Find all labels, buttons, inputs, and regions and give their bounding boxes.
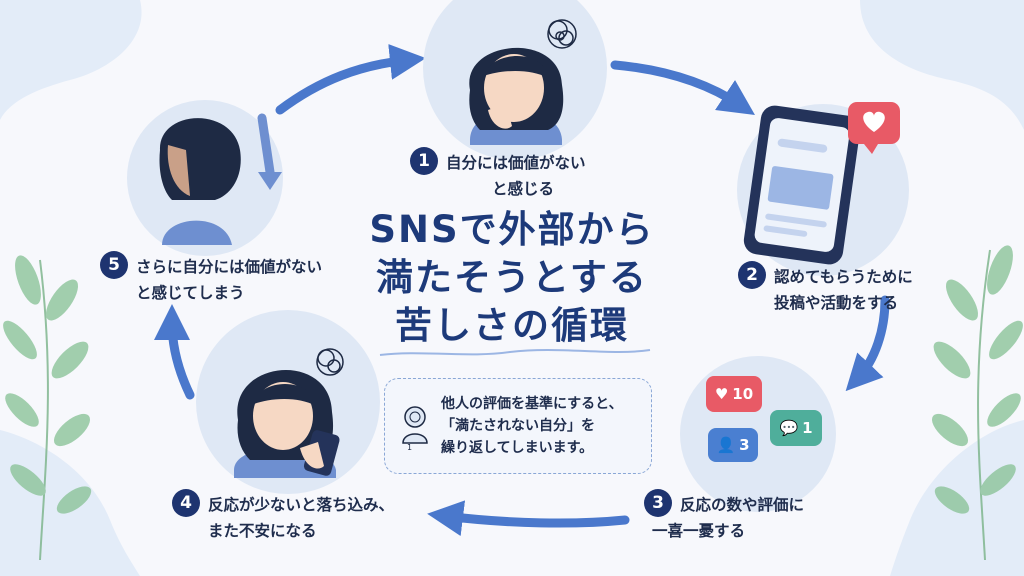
step-number: 2 (738, 261, 766, 289)
callout-box: 1 他人の評価を基準にすると、 「満たされない自分」を 繰り返してしまいます。 (384, 378, 652, 474)
step-text: 自分には価値がない と感じる (446, 154, 586, 198)
arrow-4-to-5 (154, 304, 195, 400)
step-text: 認めてもらうために 投稿や活動をする (774, 268, 913, 312)
scene-5-illustration (127, 100, 283, 256)
callout-icon-label: 1 (407, 443, 413, 452)
step-5: 5 さらに自分には価値がない と感じてしまう (100, 251, 323, 306)
leaves-right (931, 245, 1023, 561)
step-text: 反応の数や評価に 一喜一憂する (652, 496, 805, 540)
phone-icon (743, 105, 861, 265)
arrow-2-to-3 (845, 295, 890, 392)
chat-bubble-icon: 💬 (779, 419, 799, 437)
step-number: 4 (172, 489, 200, 517)
person-icon: 👤 (716, 436, 736, 454)
step-1: 1 自分には価値がない と感じる (410, 147, 586, 202)
heart-icon (848, 102, 900, 154)
step-text: さらに自分には価値がない と感じてしまう (136, 258, 323, 302)
title-line-2: 満たそうとする (376, 256, 648, 299)
arrow-1-to-2 (610, 60, 755, 115)
tangle-icon (547, 19, 577, 49)
step-number: 5 (100, 251, 128, 279)
likes-badge: ♥ 10 (706, 376, 762, 412)
heart-icon: ♥ (714, 385, 729, 403)
cycle-arrows (154, 43, 890, 537)
step-3: 3 反応の数や評価に 一喜一憂する (644, 489, 805, 544)
tangle-icon (316, 348, 344, 376)
arrow-5-to-1 (275, 43, 426, 115)
title-line-3: 苦しさの循環 (395, 304, 629, 347)
comments-badge: 💬 1 (770, 410, 822, 446)
step-number: 1 (410, 147, 438, 175)
arrow-3-to-4 (427, 500, 630, 537)
callout-text: 他人の評価を基準にすると、 「満たされない自分」を 繰り返してしまいます。 (441, 396, 623, 456)
step-text: 反応が少ないと落ち込み、 また不安になる (208, 496, 395, 540)
scene-2-illustration (737, 102, 909, 276)
step-4: 4 反応が少ないと落ち込み、 また不安になる (172, 489, 395, 544)
scene-1-illustration (423, 0, 607, 160)
followers-badge: 👤 3 (708, 428, 758, 462)
title-line-1: SNSで外部から (369, 208, 655, 251)
scene-4-illustration (196, 310, 380, 494)
leaves-left (3, 255, 92, 561)
step-number: 3 (644, 489, 672, 517)
title-underline (379, 349, 651, 356)
step-2: 2 認めてもらうために 投稿や活動をする (738, 261, 913, 316)
person-icon (402, 406, 428, 444)
